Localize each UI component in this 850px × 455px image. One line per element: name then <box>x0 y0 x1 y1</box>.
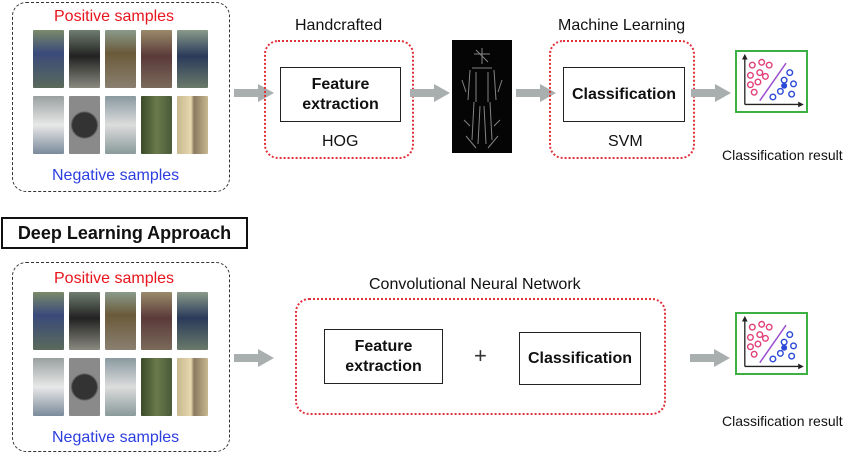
positive-negative-samples-panel <box>12 262 230 452</box>
positive-sample-image <box>33 30 64 88</box>
machine-learning-label: Machine Learning <box>558 17 686 34</box>
right-arrow-icon <box>690 349 730 367</box>
handcrafted-stage <box>264 40 414 159</box>
positive-sample-image <box>69 30 100 88</box>
negative-sample-image <box>177 96 208 154</box>
positive-samples-label: Positive samples <box>54 8 175 25</box>
positive-negative-samples-panel <box>12 2 230 192</box>
positive-samples-label: Positive samples <box>54 270 175 287</box>
hog-visualization-icon <box>452 40 512 153</box>
classification-box: Classification <box>519 332 641 385</box>
cnn-stage <box>295 298 666 415</box>
right-arrow-icon <box>691 84 731 102</box>
negative-sample-image <box>141 96 172 154</box>
handcrafted-label: Handcrafted <box>295 17 383 34</box>
plus-sign: + <box>474 343 487 368</box>
positive-sample-image <box>177 30 208 88</box>
classification-result-label: Classification result <box>722 413 843 429</box>
deep-learning-title: Deep Learning Approach <box>1 217 248 249</box>
negative-sample-image <box>69 96 100 154</box>
right-arrow-icon <box>234 349 274 367</box>
negative-sample-image <box>177 358 208 416</box>
positive-sample-image <box>177 292 208 350</box>
cnn-label: Convolutional Neural Network <box>369 276 581 293</box>
scatter-plot-icon <box>735 50 808 113</box>
negative-sample-image <box>105 96 136 154</box>
negative-samples-label: Negative samples <box>52 167 180 184</box>
hog-label: HOG <box>322 133 359 150</box>
feature-extraction-box: Feature extraction <box>324 329 443 384</box>
positive-sample-image <box>33 292 64 350</box>
feature-extraction-box: Feature extraction <box>280 67 401 122</box>
machine-learning-stage <box>549 40 695 159</box>
classification-box: Classification <box>563 67 685 122</box>
svm-label: SVM <box>608 133 643 150</box>
negative-sample-image <box>33 358 64 416</box>
negative-samples-label: Negative samples <box>52 429 180 446</box>
negative-sample-image <box>141 358 172 416</box>
positive-sample-image <box>105 30 136 88</box>
positive-sample-image <box>105 292 136 350</box>
positive-sample-image <box>141 292 172 350</box>
scatter-plot-icon <box>735 312 808 375</box>
positive-sample-image <box>69 292 100 350</box>
negative-sample-image <box>105 358 136 416</box>
positive-sample-image <box>141 30 172 88</box>
negative-sample-image <box>69 358 100 416</box>
negative-sample-image <box>33 96 64 154</box>
right-arrow-icon <box>410 84 450 102</box>
classification-result-label: Classification result <box>722 147 843 163</box>
